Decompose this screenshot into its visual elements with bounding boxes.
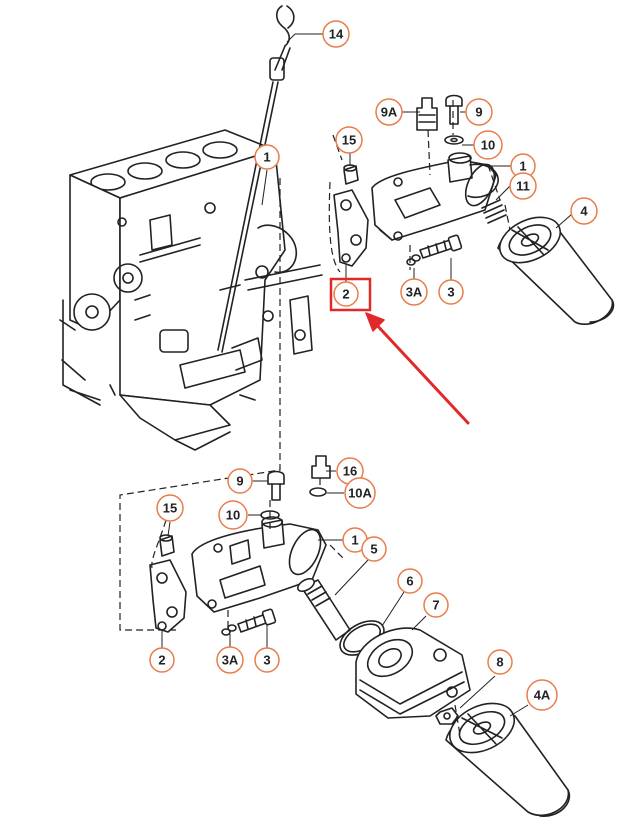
- svg-text:15: 15: [342, 133, 356, 148]
- svg-text:10: 10: [481, 138, 495, 153]
- callout-3a[interactable]: 3A: [400, 278, 428, 306]
- svg-text:9A: 9A: [381, 105, 398, 120]
- svg-text:3: 3: [447, 285, 454, 300]
- svg-text:1: 1: [263, 150, 270, 165]
- callout-3[interactable]: 3: [438, 279, 464, 305]
- svg-text:9: 9: [236, 474, 243, 489]
- svg-text:2: 2: [158, 653, 165, 668]
- callout-15-bottom[interactable]: 15: [156, 494, 184, 522]
- callout-1-left[interactable]: 1: [254, 144, 280, 170]
- svg-text:3A: 3A: [406, 285, 423, 300]
- callout-7[interactable]: 7: [423, 592, 449, 618]
- engine-block: [59, 129, 323, 451]
- svg-text:14: 14: [329, 27, 344, 42]
- callout-3a-bottom[interactable]: 3A: [216, 646, 244, 674]
- callout-10-bottom[interactable]: 10: [218, 500, 248, 530]
- callout-5[interactable]: 5: [361, 536, 387, 562]
- callout-3-bottom[interactable]: 3: [254, 647, 280, 673]
- svg-text:15: 15: [163, 501, 177, 516]
- top-oil-filter-bracket: [333, 94, 615, 325]
- svg-text:16: 16: [343, 464, 357, 479]
- callout-9-bottom[interactable]: 9: [227, 468, 253, 494]
- svg-text:10A: 10A: [348, 486, 372, 501]
- dipstick: [217, 5, 295, 353]
- svg-text:2: 2: [342, 287, 349, 302]
- callout-9a[interactable]: 9A: [375, 98, 403, 126]
- svg-text:9: 9: [475, 105, 482, 120]
- callout-8[interactable]: 8: [487, 649, 513, 675]
- svg-text:8: 8: [496, 655, 503, 670]
- callout-10a[interactable]: 10A: [344, 477, 376, 509]
- svg-text:3A: 3A: [222, 653, 239, 668]
- callout-10[interactable]: 10: [473, 130, 503, 160]
- callout-6[interactable]: 6: [397, 568, 423, 594]
- callout-15[interactable]: 15: [335, 126, 363, 154]
- svg-text:4A: 4A: [534, 688, 551, 703]
- svg-text:3: 3: [263, 653, 270, 668]
- svg-text:4: 4: [580, 204, 588, 219]
- svg-text:6: 6: [406, 574, 413, 589]
- svg-text:1: 1: [519, 159, 526, 174]
- svg-text:10: 10: [226, 508, 240, 523]
- callout-2[interactable]: 2: [333, 281, 359, 307]
- bottom-oil-cooler-assembly: [149, 455, 571, 817]
- callout-4a[interactable]: 4A: [526, 679, 558, 711]
- highlight-box: [329, 277, 372, 312]
- callout-4[interactable]: 4: [570, 197, 598, 225]
- svg-text:11: 11: [516, 179, 530, 194]
- svg-text:7: 7: [432, 598, 439, 613]
- highlight-annotation: [329, 277, 470, 425]
- svg-text:1: 1: [351, 533, 358, 548]
- svg-text:5: 5: [370, 542, 377, 557]
- callouts: 14 9A 9 10 15 1 1 11 4 2 3A 3 16 9 10A 1…: [149, 20, 598, 711]
- callout-9[interactable]: 9: [465, 98, 493, 126]
- red-arrow-icon: [365, 312, 470, 425]
- callout-2-bottom[interactable]: 2: [149, 647, 175, 673]
- callout-14[interactable]: 14: [322, 20, 350, 48]
- callout-11[interactable]: 11: [509, 172, 537, 200]
